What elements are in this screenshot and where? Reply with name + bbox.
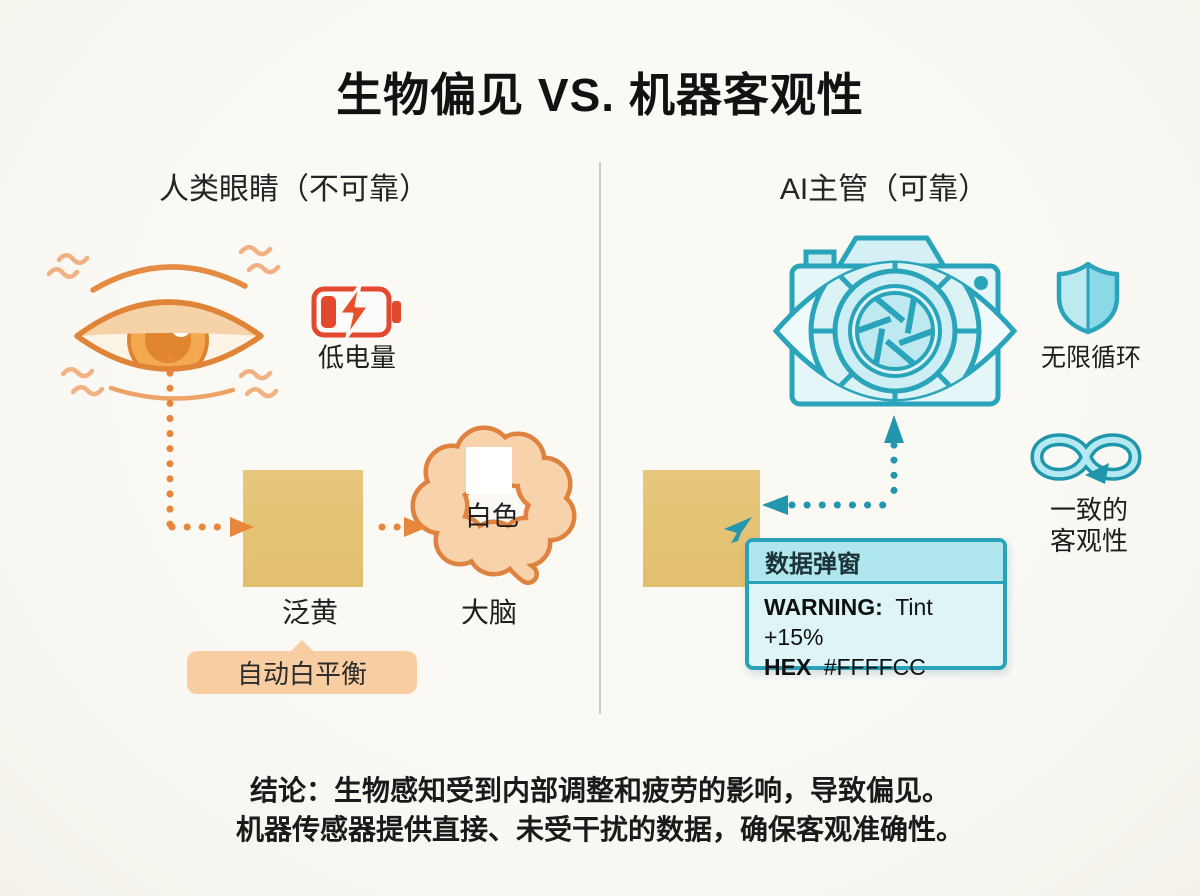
yellow-tint-square xyxy=(243,470,363,587)
battery-charge-bar xyxy=(321,296,336,328)
hex-label: HEX xyxy=(764,654,812,680)
auto-white-balance-bubble: 自动白平衡 xyxy=(187,640,417,694)
battery-terminal xyxy=(392,301,401,323)
camera-dial-dot xyxy=(974,276,988,290)
infinity-loop-icon xyxy=(1030,433,1142,484)
aperture-blades xyxy=(855,295,935,367)
right-column-header: AI主管（可靠） xyxy=(779,173,989,206)
data-popup: 数据弹窗 WARNING: Tint +15% HEX #FFFFCC xyxy=(745,538,1007,680)
hex-line: HEX #FFFFCC xyxy=(764,652,988,682)
hex-value: #FFFFCC xyxy=(823,654,926,680)
warning-label: WARNING: xyxy=(764,594,883,620)
shield-icon xyxy=(1056,261,1120,335)
dotted-arrow-square-to-camera xyxy=(762,415,904,515)
arrowhead-into-square xyxy=(230,517,254,537)
yellow-square-label: 泛黄 xyxy=(281,597,339,628)
camera-aperture-eye-icon xyxy=(772,235,1018,407)
battery-label: 低电量 xyxy=(317,342,397,373)
column-divider xyxy=(599,162,601,714)
eyebrow-arc xyxy=(90,264,248,293)
white-square-label: 白色 xyxy=(465,501,519,532)
iris-group xyxy=(77,302,261,369)
eye-outline xyxy=(74,299,264,372)
lightning-bolt xyxy=(337,283,371,339)
conclusion-line1: 结论：生物感知受到内部调整和疲劳的影响，导致偏见。 xyxy=(249,775,951,806)
page-title: 生物偏见 VS. 机器客观性 xyxy=(336,69,864,121)
auto-white-balance-label: 自动白平衡 xyxy=(236,659,367,689)
arrowhead-into-brain xyxy=(404,517,428,537)
objectivity-label: 一致的 客观性 xyxy=(1050,495,1128,557)
lens-rings xyxy=(808,263,982,399)
data-popup-header: 数据弹窗 xyxy=(749,542,1003,584)
conclusion-line2: 机器传感器提供直接、未受干扰的数据，确保客观准确性。 xyxy=(235,814,965,845)
left-column-header: 人类眼睛（不可靠） xyxy=(159,173,429,206)
data-popup-title: 数据弹窗 xyxy=(765,551,861,578)
shield-label: 无限循环 xyxy=(1040,344,1142,372)
low-battery-icon xyxy=(311,283,401,339)
data-popup-body: WARNING: Tint +15% HEX #FFFFCC xyxy=(749,584,1003,690)
dotted-arrow-eye-to-brain xyxy=(166,354,428,537)
arrowhead-into-camera xyxy=(884,415,904,443)
brain-label: 大脑 xyxy=(460,597,518,628)
arrowhead-into-square xyxy=(762,495,788,515)
warning-value: Tint +15% xyxy=(764,594,933,650)
warning-line: WARNING: Tint +15% xyxy=(764,592,988,652)
objectivity-line2: 客观性 xyxy=(1049,526,1129,556)
loop-arrowhead xyxy=(1085,463,1109,484)
objectivity-line1: 一致的 xyxy=(1049,495,1129,525)
cursor-icon xyxy=(724,517,752,543)
white-reference-square xyxy=(466,447,512,494)
fatigue-squiggles xyxy=(46,245,281,399)
lower-lid-arc xyxy=(108,385,236,401)
tired-eye-icon xyxy=(46,245,281,401)
